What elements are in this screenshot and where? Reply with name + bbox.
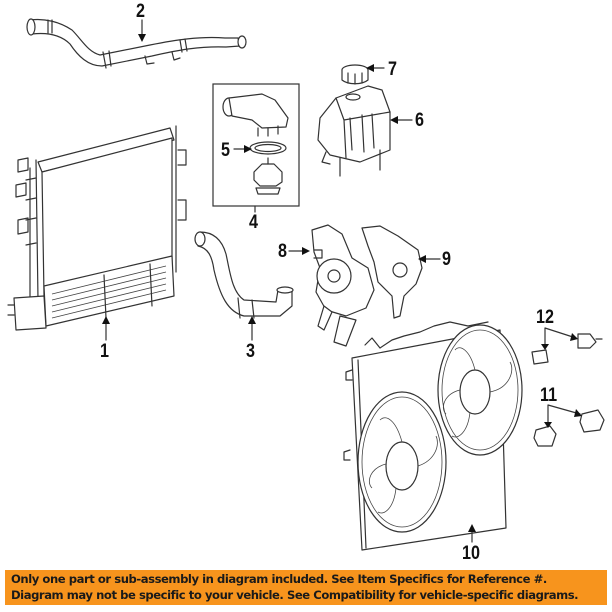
callout-5: 5 — [221, 140, 230, 161]
leader-lines — [102, 19, 582, 543]
callout-11: 11 — [540, 385, 558, 406]
upper-hose-drawing — [26, 18, 247, 69]
callout-12: 12 — [536, 307, 554, 328]
callout-8: 8 — [278, 241, 287, 262]
radiator-drawing — [7, 125, 187, 331]
callout-1: 1 — [100, 341, 109, 362]
callout-4: 4 — [249, 212, 258, 233]
callout-6: 6 — [415, 110, 424, 131]
callout-2: 2 — [136, 1, 145, 22]
thermostat-housing-drawing — [222, 93, 289, 195]
callout-7: 7 — [388, 59, 397, 80]
thermostat-assembly-box — [212, 83, 300, 207]
disclaimer-line-2: Diagram may not be specific to your vehi… — [11, 587, 579, 602]
disclaimer-banner: Only one part or sub-assembly in diagram… — [5, 570, 607, 605]
sensor-drawing — [531, 333, 603, 365]
diagram-artwork — [7, 18, 605, 551]
water-pump-drawing — [311, 224, 375, 347]
lower-hose-drawing — [194, 231, 294, 319]
water-pump-cover-drawing — [361, 225, 423, 319]
reservoir-cap-drawing — [341, 64, 369, 85]
callout-9: 9 — [442, 249, 451, 270]
disclaimer-line-1: Only one part or sub-assembly in diagram… — [11, 572, 547, 586]
callout-10: 10 — [462, 543, 480, 564]
cooling-fan-drawing — [343, 321, 523, 551]
connector-drawing — [533, 409, 605, 447]
coolant-reservoir-drawing — [317, 85, 391, 177]
callout-3: 3 — [246, 341, 255, 362]
